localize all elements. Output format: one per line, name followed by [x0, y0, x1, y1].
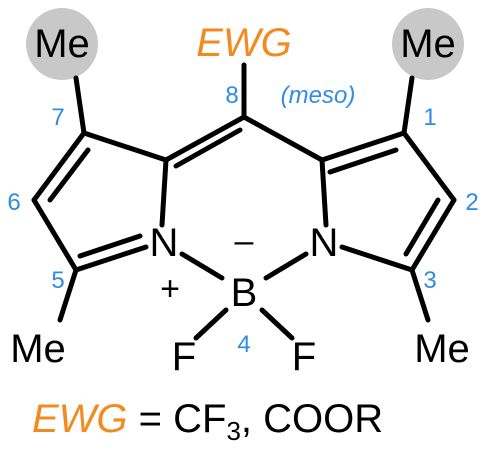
position-1-label: 1: [423, 104, 436, 131]
bond-n-b-right: [263, 251, 309, 281]
bond-n-c8a-left: [159, 157, 169, 228]
methyl-top-left: Me: [34, 22, 90, 66]
bond-c5-n-double: [77, 233, 143, 259]
bond-c2-c3: [409, 197, 457, 273]
nitrogen-left: N: [150, 221, 179, 265]
bond-c7-c6-double: [47, 147, 91, 203]
meso-label: (meso): [281, 82, 356, 109]
bond-c2-c3-double: [403, 197, 441, 257]
boron-atom: B: [231, 271, 258, 315]
bond-c3-me: [409, 267, 431, 323]
bond-c8-c8a-left-double: [173, 127, 243, 169]
position-6-label: 6: [7, 189, 20, 216]
position-2-label: 2: [465, 189, 478, 216]
position-5-label: 5: [51, 267, 64, 294]
bond-c8a-c7: [81, 130, 169, 163]
methyl-top-right: Me: [400, 22, 456, 66]
highlight-circle-right: [392, 8, 464, 80]
position-7-label: 7: [51, 104, 64, 131]
bond-n-c8a-right: [319, 157, 329, 228]
bond-c6-c5: [31, 197, 79, 273]
methyl-bottom-left: Me: [10, 327, 66, 371]
position-3-label: 3: [423, 267, 436, 294]
minus-charge: –: [235, 222, 254, 260]
bond-c7-c6: [31, 130, 87, 203]
footer-ewg: EWG: [32, 397, 128, 441]
ewg-top-label: EWG: [196, 21, 292, 65]
fluorine-right: F: [292, 335, 316, 379]
highlight-circle-left: [26, 8, 98, 80]
bond-c1-c2: [401, 130, 457, 203]
bond-c8a-c1-double: [327, 147, 399, 175]
bond-lines: [31, 62, 457, 341]
bond-b-f-right: [259, 307, 295, 341]
bond-c5-me: [57, 267, 79, 323]
footer-equals: = CF: [128, 397, 227, 441]
methyl-bottom-right: Me: [414, 327, 470, 371]
plus-charge: +: [160, 270, 180, 308]
bond-c1-me: [401, 75, 415, 136]
footer-formula: EWG = CF3, COOR: [32, 397, 383, 446]
fluorine-left: F: [172, 335, 196, 379]
bond-b-f-left: [193, 307, 229, 341]
bond-c3-n-right: [339, 244, 415, 273]
footer-rest: , COOR: [241, 397, 383, 441]
position-4-label: 4: [237, 331, 250, 358]
bond-n-b-left: [179, 251, 225, 281]
bond-c8a-c1: [319, 130, 407, 163]
nitrogen-right: N: [310, 221, 339, 265]
footer-subscript: 3: [226, 416, 240, 446]
bond-c7-me: [73, 75, 87, 136]
bond-c8-c8a-right: [241, 114, 325, 163]
bond-c8-c8a-left: [163, 114, 247, 163]
bond-c5-n: [73, 244, 149, 273]
position-8-label: 8: [225, 82, 238, 109]
